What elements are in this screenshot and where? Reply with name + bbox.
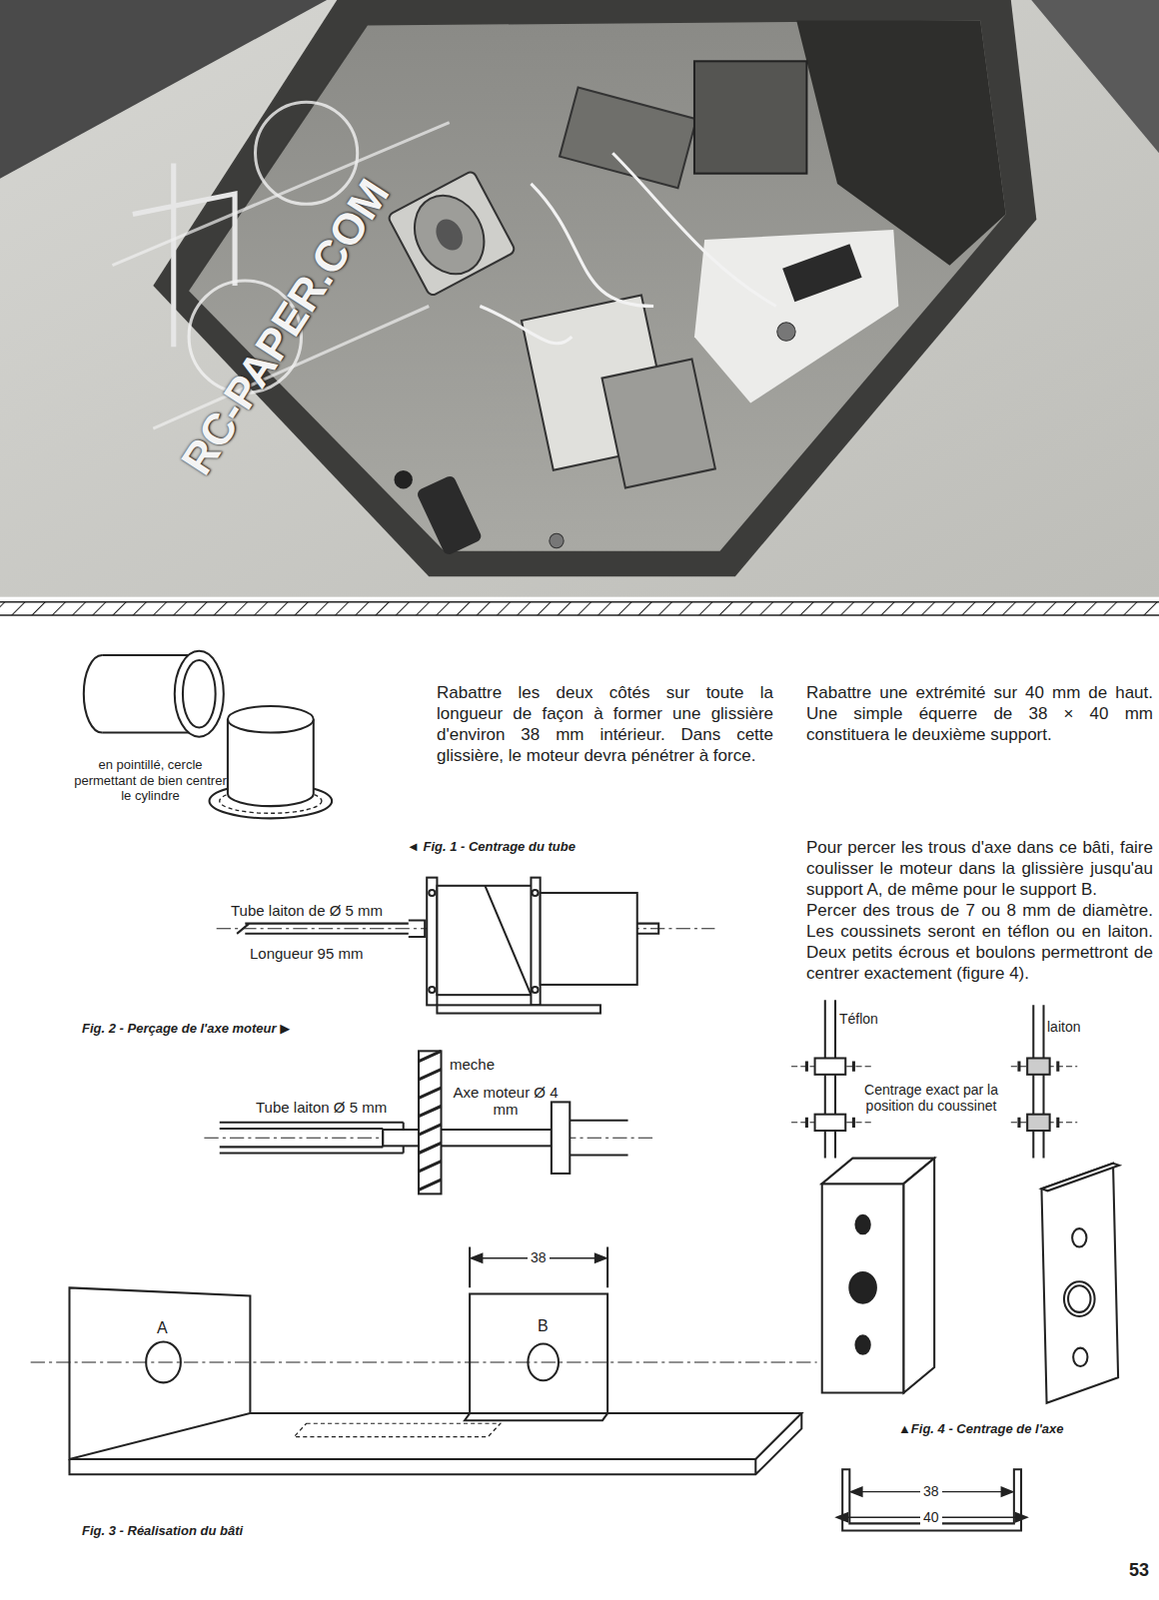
body-paragraph: Percer des trous de 7 ou 8 mm de diamètr…	[806, 900, 1154, 985]
hatched-band	[0, 602, 1159, 616]
body-paragraph: Rabattre les deux côtés sur toute la lon…	[436, 682, 774, 767]
material-label: Téflon	[839, 1011, 879, 1029]
boat-photo	[0, 0, 1159, 598]
material-label: laiton	[1047, 1019, 1081, 1037]
body-paragraph: Rabattre une extrémité sur 40 mm de haut…	[806, 682, 1154, 746]
fig2-motor	[216, 878, 716, 1015]
callout-letter: B	[537, 1316, 549, 1336]
dimension-label: Longueur 95 mm	[249, 945, 363, 964]
fig3-frame	[30, 1246, 818, 1475]
figure-caption: Fig. 3 - Réalisation du bâti	[81, 1523, 243, 1540]
part-label: meche	[449, 1056, 495, 1075]
fig4-bearings	[791, 1000, 1120, 1531]
fig1-cylinders	[83, 651, 332, 820]
figure-note: en pointillé, cercle permettant de bien …	[73, 757, 227, 805]
figure-note: Centrage exact par la position du coussi…	[843, 1082, 1020, 1115]
figure-caption: ▲Fig. 4 - Centrage de l'axe	[898, 1421, 1065, 1438]
page-number: 53	[1129, 1560, 1150, 1583]
fig2-drilling	[203, 1051, 654, 1194]
part-label: Tube laiton de Ø 5 mm	[230, 902, 383, 921]
dimension-label: 38	[920, 1483, 943, 1501]
dimension-label: 38	[527, 1249, 550, 1267]
part-label: Tube laiton Ø 5 mm	[255, 1099, 387, 1118]
dimension-label: 40	[920, 1509, 943, 1527]
body-paragraph: Pour percer les trous d'axe dans ce bâti…	[806, 837, 1154, 901]
part-label: Axe moteur Ø 4 mm	[449, 1084, 562, 1119]
callout-letter: A	[156, 1318, 168, 1338]
figure-caption: Fig. 2 - Perçage de l'axe moteur ▶	[81, 1021, 290, 1038]
figure-caption: ◄ Fig. 1 - Centrage du tube	[406, 839, 576, 856]
